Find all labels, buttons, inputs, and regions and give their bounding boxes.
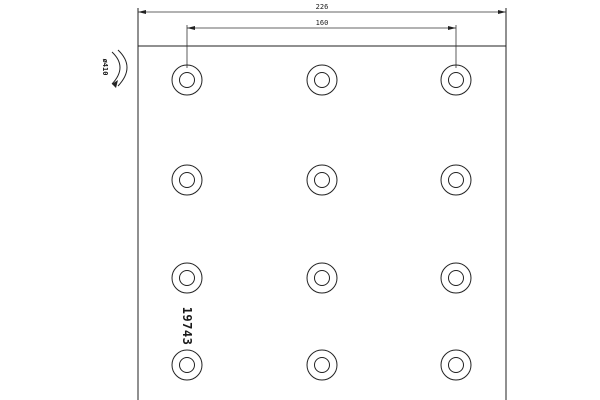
rivet-hole <box>171 349 203 381</box>
drum-diameter-label: ø410 <box>101 59 109 76</box>
rivet-hole-outer-ring <box>171 64 203 96</box>
curved-arrow-icon <box>117 49 128 87</box>
rivet-hole-inner-ring <box>314 357 330 373</box>
rivet-hole-inner-ring <box>448 72 464 88</box>
rivet-hole <box>440 164 472 196</box>
rivet-hole <box>440 349 472 381</box>
rivet-hole-inner-ring <box>179 72 195 88</box>
arrow-right-icon <box>498 10 506 14</box>
rotation-marker: ø410 <box>101 49 128 88</box>
lining-outline <box>137 8 507 400</box>
rivet-hole <box>171 262 203 294</box>
rivet-hole <box>440 262 472 294</box>
rivet-hole-outer-ring <box>440 262 472 294</box>
rivet-hole-outer-ring <box>440 349 472 381</box>
overall-width-label: 226 <box>316 3 329 11</box>
overall-width-dimension: 226 <box>138 3 506 14</box>
rivet-hole-outer-ring <box>306 262 338 294</box>
rivet-hole-outer-ring <box>171 262 203 294</box>
rivet-hole <box>440 64 472 96</box>
rivet-hole-outer-ring <box>171 349 203 381</box>
rivet-hole-outer-ring <box>440 164 472 196</box>
rivet-hole-outer-ring <box>440 64 472 96</box>
rivet-hole-inner-ring <box>448 357 464 373</box>
rivet-hole-inner-ring <box>448 270 464 286</box>
rivet-hole-inner-ring <box>448 172 464 188</box>
arrow-head-icon <box>112 80 118 88</box>
rivet-hole-outer-ring <box>306 64 338 96</box>
hole-spacing-label: 160 <box>316 19 329 27</box>
curved-arrow-icon <box>111 51 121 85</box>
rivet-hole <box>306 349 338 381</box>
arrow-left-icon <box>187 26 195 30</box>
rivet-hole <box>171 64 203 96</box>
rivet-hole-inner-ring <box>314 72 330 88</box>
rivet-hole <box>171 164 203 196</box>
rivet-hole-inner-ring <box>179 270 195 286</box>
rivet-hole-inner-ring <box>314 172 330 188</box>
rivet-hole-inner-ring <box>179 357 195 373</box>
arrow-right-icon <box>448 26 456 30</box>
rivet-hole <box>306 164 338 196</box>
arrow-left-icon <box>138 10 146 14</box>
rivet-hole-inner-ring <box>314 270 330 286</box>
rivet-hole-outer-ring <box>306 164 338 196</box>
rivet-hole <box>306 64 338 96</box>
rivet-hole-inner-ring <box>179 172 195 188</box>
rivet-hole-outer-ring <box>306 349 338 381</box>
rivet-hole-grid <box>171 64 472 381</box>
rivet-hole <box>306 262 338 294</box>
rivet-hole-outer-ring <box>171 164 203 196</box>
part-number: 19743 <box>180 307 194 346</box>
hole-spacing-dimension: 160 <box>186 19 457 68</box>
